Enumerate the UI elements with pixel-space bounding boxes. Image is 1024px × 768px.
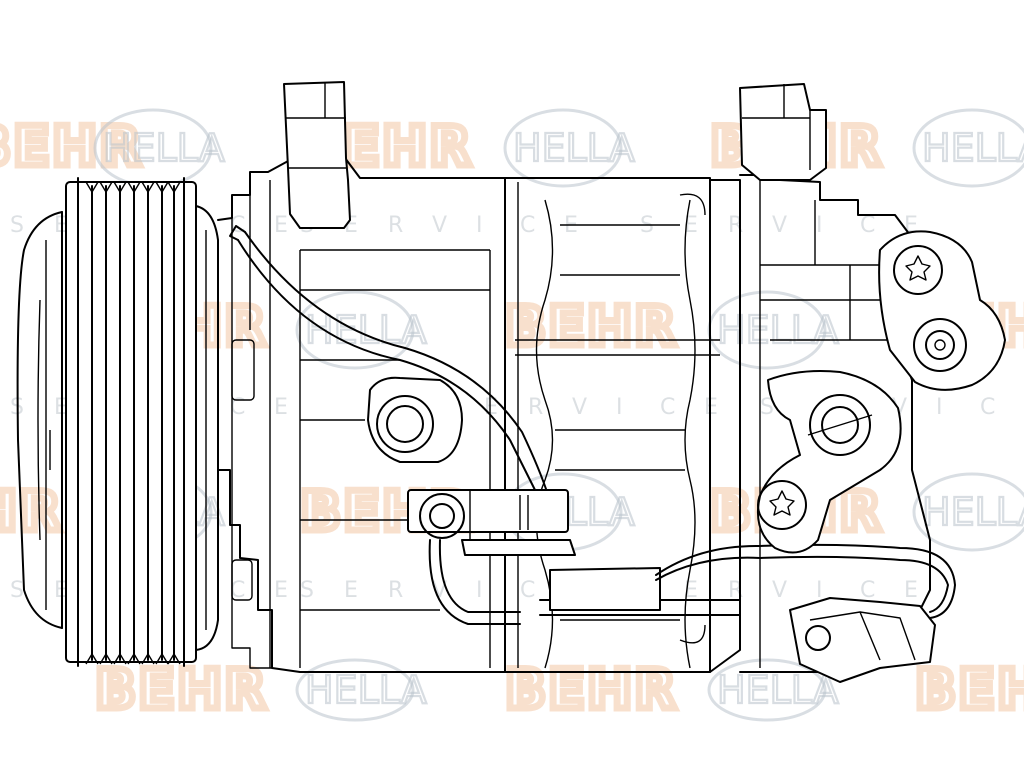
watermark-hella-ring	[912, 472, 1024, 552]
mounting-ear-rear	[739, 83, 827, 181]
pulley-groove-tip	[155, 181, 169, 665]
pulley-grooves	[85, 181, 181, 665]
pulley-groove-tip	[141, 181, 155, 665]
cylinder-block	[504, 177, 720, 673]
rear-bracket	[756, 370, 902, 554]
watermark-hella: HELLA	[103, 126, 225, 170]
watermark-behr: BEHR	[0, 115, 143, 178]
front-port-fitting	[367, 376, 463, 463]
watermark-behr: BEHR	[505, 295, 678, 358]
wiring-harness	[229, 225, 956, 625]
watermark-hella: HELLA	[513, 126, 635, 170]
watermark-behr: BEHR	[0, 480, 63, 543]
watermark-behr: BEHR	[915, 658, 1024, 721]
rear-valve-plate	[878, 230, 1006, 391]
watermark-hella: HELLA	[717, 668, 839, 712]
pulley-groove-tip	[85, 181, 99, 665]
watermark-hella: HELLA	[305, 668, 427, 712]
pulley-groove-tip	[99, 181, 113, 665]
pulley	[61, 177, 219, 667]
watermark-hella-ring	[707, 658, 827, 722]
clutch-plate	[16, 211, 63, 629]
watermark-hella-ring	[503, 108, 623, 188]
watermark-hella-ring	[912, 108, 1024, 188]
watermark-behr: BEHR	[505, 658, 678, 721]
watermark-hella: HELLA	[717, 308, 839, 352]
watermark-hella: HELLA	[922, 126, 1024, 170]
pulley-groove-tip	[113, 181, 127, 665]
watermark-hella-ring	[295, 290, 415, 370]
pulley-groove-tip	[167, 181, 181, 665]
watermark-layer: BEHR HELLA BEHR HELLA BEHR HELLA SERVICE…	[0, 108, 1024, 725]
watermark-behr: BEHR	[95, 658, 268, 721]
pulley-groove-tip	[127, 181, 141, 665]
watermark-hella: HELLA	[922, 490, 1024, 534]
watermark-hella-ring	[295, 658, 415, 722]
mounting-ear-front	[283, 81, 351, 229]
rear-connector	[789, 597, 936, 683]
